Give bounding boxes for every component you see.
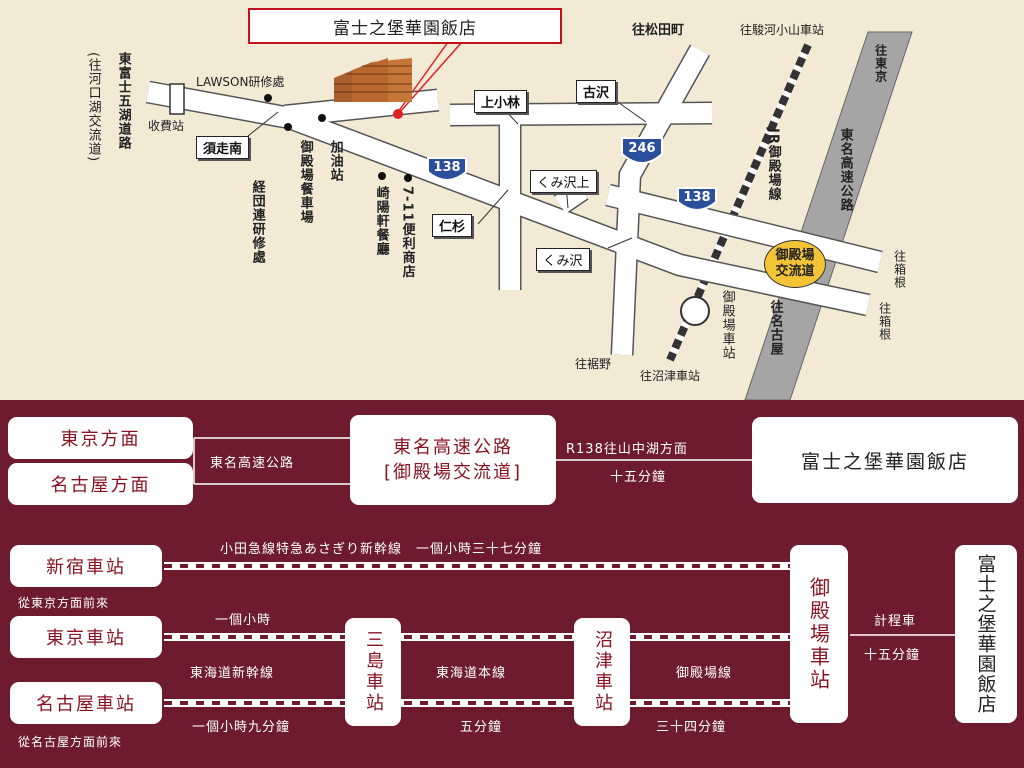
nagoya-time-label: 一個小時九分鐘	[192, 720, 291, 735]
to-nagoya-label: 往名古屋	[767, 300, 783, 356]
origin-nagoya-card: 名古屋方面	[8, 463, 193, 505]
to-susono-label: 往裾野	[575, 357, 612, 371]
route-138b-label: 138	[683, 190, 711, 205]
seven-eleven-dot	[404, 174, 412, 182]
route-shield-138b-icon	[677, 187, 717, 211]
to-hakone-label-1: 往箱根	[892, 250, 907, 289]
taxi-label: 計程車	[874, 614, 917, 629]
origin-tokyo-card: 東京方面	[8, 417, 193, 459]
gotemba-line-label: 御殿場線	[676, 666, 733, 681]
jr-gotemba-line-label: JR御殿場線	[765, 128, 781, 201]
to-tokyo-label: 往東京	[873, 44, 888, 83]
expressway-label: 東名高速公路	[210, 456, 295, 471]
nagoya-note: 從名古屋方面前來	[18, 735, 123, 749]
kiyoken-label: 崎陽軒餐廳	[373, 186, 389, 256]
restaurant-dot	[284, 123, 292, 131]
gotemba-ic-card: 東名高速公路 [御殿場交流道]	[350, 415, 556, 505]
map-drawing	[145, 31, 913, 400]
gotemba-station-label: 御殿場車站	[719, 290, 735, 360]
subashiriminami-label: 須走南	[196, 136, 250, 159]
to-numazu-station-label: 往沼津車站	[640, 369, 701, 383]
gotemba-station-card: 御殿場車站	[790, 545, 848, 723]
pointer-line	[607, 237, 633, 249]
lawson-road	[283, 90, 440, 126]
keidanren-label: 経団連研修處	[249, 180, 265, 264]
tokaido-main-line-label: 東海道本線	[436, 666, 507, 681]
to-surugaoyama-label: 往駿河小山車站	[740, 23, 825, 37]
ic-card-line2: [御殿場交流道]	[383, 462, 523, 483]
to-hakone-label-2: 往箱根	[877, 302, 892, 341]
mishima-time-label: 五分鐘	[460, 720, 503, 735]
route-shield-138-icon	[427, 157, 467, 181]
hotel-title: 富士之堡華園飯店	[248, 8, 562, 44]
route-246-label: 246	[628, 141, 656, 156]
furusawa-label: 古沢	[576, 80, 617, 103]
nisugi-label: 仁杉	[432, 214, 473, 237]
odakyu-line-label: 小田急線特急あさぎり新幹線 一個小時三十七分鐘	[220, 542, 543, 557]
tokyo-station-card: 東京車站	[10, 616, 162, 658]
hotel-vertical-card: 富士之堡華園飯店	[955, 545, 1017, 723]
r138-time: 十五分鐘	[610, 470, 667, 485]
rail-line-tokyo	[164, 633, 790, 641]
fujigoko-road-label: 東富士五湖道路	[115, 52, 131, 150]
kawaguchiko-ic-label: (往河口湖交流道)	[85, 52, 101, 163]
route-shield-246-icon	[621, 137, 663, 164]
tollgate-icon	[169, 83, 185, 115]
access-routes-panel: 東京方面 名古屋方面 東名高速公路 東名高速公路 [御殿場交流道] R138往山…	[0, 400, 1024, 768]
pointer-line	[477, 189, 509, 225]
route-138-east-road	[605, 185, 883, 272]
shinjuku-station-card: 新宿車站	[10, 545, 162, 587]
pointer-line	[611, 97, 647, 123]
rail-line-shinjuku	[164, 562, 790, 570]
nagoya-station-card: 名古屋車站	[10, 682, 162, 724]
kamikobayashi-road	[449, 103, 713, 125]
lawson-dot	[264, 94, 272, 102]
to-matsuda-label: 往松田町	[632, 23, 685, 38]
gas-station-dot	[318, 114, 326, 122]
pointer-line	[247, 111, 279, 137]
tokaido-shinkansen-label: 東海道新幹線	[190, 666, 275, 681]
route-138-road	[146, 82, 871, 315]
route-lines	[164, 437, 955, 707]
numazu-station-card: 沼津車站	[574, 618, 630, 726]
gotemba-ic-line2: 交流道	[775, 264, 815, 279]
hotel-building-icon	[334, 58, 412, 102]
kumisawa-label: くみ沢	[536, 248, 590, 271]
lawson-label: LAWSON研修處	[196, 75, 285, 89]
ic-card-line1: 東名高速公路	[393, 436, 513, 458]
gotemba-ic-line1: 御殿場	[775, 247, 815, 263]
taxi-time-label: 十五分鐘	[864, 648, 921, 663]
tollgate-label: 收費站	[148, 119, 185, 133]
numazu-time-label: 三十四分鐘	[656, 720, 727, 735]
hotel-card: 富士之堡華園飯店	[752, 417, 1018, 503]
rail-line-nagoya	[164, 699, 790, 707]
gotemba-station-icon	[680, 296, 710, 326]
mishima-station-card: 三島車站	[345, 618, 401, 726]
route-138-label: 138	[433, 160, 461, 175]
area-map: 富士之堡華園飯店 138 246 138 往松田町 往駿河小山車站 往東京 東名…	[0, 0, 1024, 400]
hotel-marker-icon	[393, 109, 403, 119]
tomei-expressway-label: 東名高速公路	[837, 128, 853, 212]
kamikobayashi-label: 上小林	[474, 90, 528, 113]
kiyoken-dot	[378, 172, 386, 180]
seven-eleven-label: 7-11便利商店	[399, 186, 415, 279]
gotemba-restaurant-label: 御殿場餐車場	[297, 140, 313, 224]
tokyo-time-label: 一個小時	[215, 613, 272, 628]
shinjuku-note: 從東京方面前來	[18, 596, 110, 610]
r138-label: R138往山中湖方面	[566, 442, 688, 457]
gotemba-ic-badge: 御殿場 交流道	[764, 240, 826, 288]
gas-station-label: 加油站	[327, 140, 343, 182]
route-246-road	[612, 45, 709, 356]
kumisawa-kami-label: くみ沢上	[530, 170, 597, 193]
